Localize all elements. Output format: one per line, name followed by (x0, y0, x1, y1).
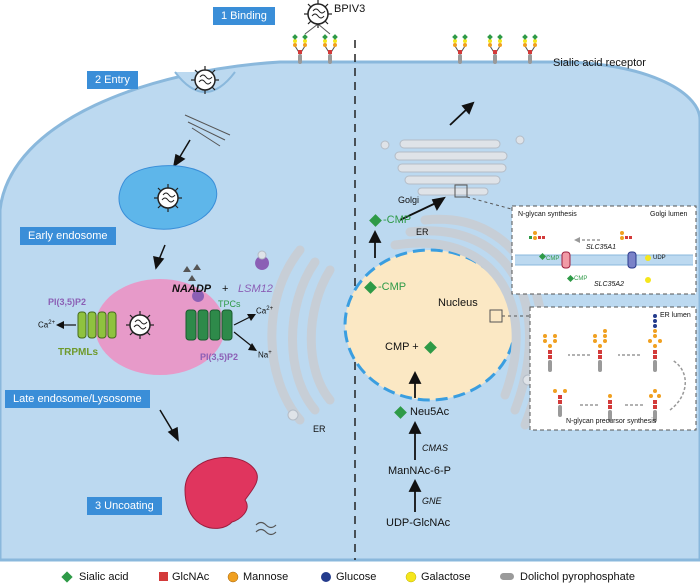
legend-sialic-acid: Sialic acid (79, 571, 129, 583)
inset-er-box (529, 306, 697, 431)
er-left-label: ER (313, 424, 326, 434)
inset-golgi-box (511, 205, 697, 295)
legend-dolichol: Dolichol pyrophosphate (520, 571, 635, 583)
sialic-markers (364, 214, 437, 419)
entry-virion (174, 65, 236, 147)
neu5ac-label: Neu5Ac (410, 406, 450, 418)
pathway-arrows (368, 101, 475, 512)
legend-glcnac: GlcNAc (172, 571, 210, 583)
tpc-channel (185, 290, 257, 351)
er-right-label: ER (416, 227, 429, 237)
er-left (267, 245, 335, 425)
inset-golgi-title: N-glycan synthesis (518, 211, 577, 218)
receptor-label: Sialic acid receptor (553, 57, 646, 69)
naadp-molecules (183, 264, 201, 281)
step-early-endosome: Early endosome (20, 227, 116, 246)
gne-label: GNE (422, 496, 442, 506)
nucleus-label: Nucleus (438, 297, 478, 309)
mannac-label: ManNAc-6-P (388, 465, 451, 477)
er-inset-content (543, 314, 686, 422)
inset-cmp-a: CMP (546, 256, 560, 262)
tpcs-label: TPCs (218, 299, 241, 309)
legend: Sialic acid GlcNAc Mannose Glucose Galac… (0, 567, 700, 587)
golgi-stack (394, 139, 508, 196)
cmas-label: CMAS (422, 443, 449, 453)
cmp-mid-label: -CMP (378, 281, 407, 293)
inset-slc35a2: SLC35A2 (594, 281, 624, 288)
naadp-label: NAADP (172, 283, 212, 295)
inset-cmp-b: CMP (574, 276, 588, 282)
legend-glucose: Glucose (336, 571, 377, 583)
inset-er-lumen: ER lumen (660, 312, 691, 319)
lsm12-icon (255, 256, 270, 270)
inset-er-caption: N-glycan precursor synthesis (566, 418, 657, 425)
na-label: Na+ (258, 350, 272, 360)
udp-label: UDP-GlcNAc (386, 517, 451, 529)
legend-mannose: Mannose (243, 571, 289, 583)
trpmls-label: TRPMLs (58, 347, 98, 358)
lysosome (184, 456, 258, 529)
step-entry: 2 Entry (87, 71, 138, 90)
inset-udp: UDP (653, 255, 666, 261)
step-uncoating: 3 Uncoating (87, 497, 162, 516)
pi35p2-bottom-label: PI(3,5)P2 (200, 352, 239, 362)
virus-label: BPIV3 (334, 3, 366, 15)
lsm12-label: LSM12 (238, 283, 273, 295)
pi35p2-top-label: PI(3,5)P2 (48, 297, 87, 307)
golgi-label: Golgi (398, 195, 420, 205)
plus-sign: + (222, 283, 229, 295)
cmp-top-label: -CMP (383, 214, 412, 226)
inset-golgi-lumen: Golgi lumen (650, 211, 688, 218)
inset-slc35a1: SLC35A1 (586, 244, 616, 251)
golgi-inset-content (515, 231, 693, 283)
late-endosome (95, 279, 225, 375)
ca-right-label: Ca2+ (256, 306, 274, 316)
arrows-left (153, 139, 191, 442)
ca-left-label: Ca2+ (38, 320, 56, 330)
binding-virion (303, 0, 333, 35)
step-binding: 1 Binding (213, 7, 275, 26)
cmp-plus-label: CMP + (385, 341, 419, 353)
legend-galactose: Galactose (421, 571, 471, 583)
receptor-glycans (291, 33, 539, 65)
step-late-endosome: Late endosome/Lysosome (5, 390, 150, 409)
trpml-channel (56, 311, 117, 339)
